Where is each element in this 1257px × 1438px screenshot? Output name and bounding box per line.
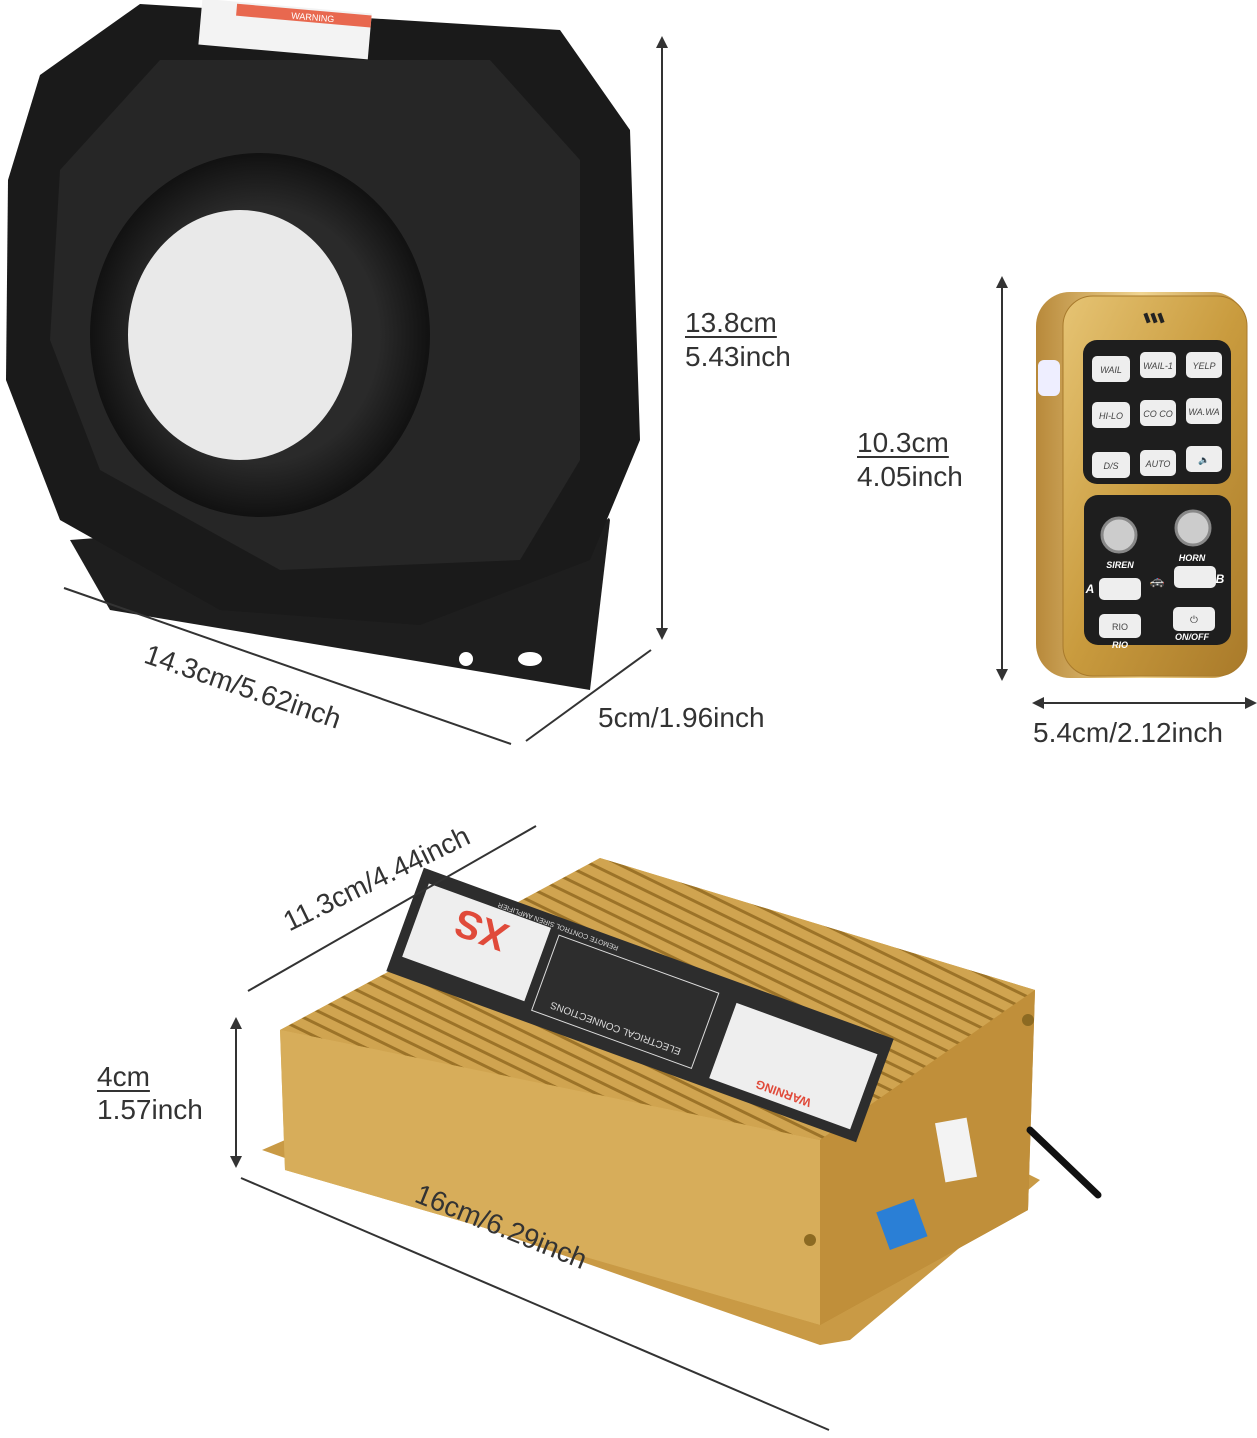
speaker-height-inch: 5.43inch — [685, 341, 791, 372]
dimension-lines — [63, 42, 1252, 1431]
remote-button-d-s[interactable]: D/S — [1092, 452, 1130, 478]
speaker-depth-label: 5cm/1.96inch — [598, 702, 765, 733]
amplifier-label: XS REMOTE CONTROL SIREN AMPLIFIER ELECTR… — [386, 867, 894, 1143]
amplifier-height-inch: 1.57inch — [97, 1094, 203, 1125]
remote-button-auto[interactable]: AUTO — [1140, 450, 1176, 476]
siren-label: SIREN — [1106, 560, 1134, 570]
amplifier-depth-arrow — [247, 825, 537, 992]
fuse — [876, 1198, 928, 1250]
speaker-height-cm: 13.8cm — [685, 307, 777, 338]
b-label: B — [1216, 572, 1225, 586]
remote-button-wail-1[interactable]: WAIL-1 — [1140, 352, 1176, 378]
svg-text:HI-LO: HI-LO — [1099, 411, 1123, 421]
svg-text:CO CO: CO CO — [1143, 409, 1173, 419]
remote-width-label: 5.4cm/2.12inch — [1033, 717, 1223, 748]
remote-button-rio[interactable]: RIO — [1099, 614, 1141, 638]
remote-button-b[interactable] — [1174, 566, 1216, 588]
speaker-warning-label: WARNING — [198, 0, 372, 60]
speaker-warning-text: WARNING — [291, 11, 335, 25]
onoff-label: ON/OFF — [1175, 632, 1209, 642]
svg-text:WAIL: WAIL — [1100, 365, 1122, 375]
arrowheads — [230, 36, 1257, 1168]
remote-button-wail[interactable]: WAIL — [1092, 356, 1130, 382]
remote-button-power[interactable]: ⏻ — [1173, 607, 1215, 631]
remote-height-cm: 10.3cm — [857, 427, 949, 458]
car-lights-icon: 🚓 — [1150, 574, 1165, 588]
amplifier-front — [280, 1030, 820, 1325]
amplifier-height-cm: 4cm — [97, 1061, 150, 1092]
wire-connector — [935, 1117, 977, 1183]
remote-button-hi-lo[interactable]: HI-LO — [1092, 402, 1130, 428]
rio-label: RIO — [1112, 640, 1128, 650]
remote-height-inch: 4.05inch — [857, 461, 963, 492]
mount-slot — [518, 652, 542, 666]
screw — [804, 1234, 816, 1246]
svg-text:WAIL-1: WAIL-1 — [1143, 361, 1173, 371]
speaker-depth-arrow — [525, 649, 652, 742]
svg-text:WA.WA: WA.WA — [1188, 407, 1219, 417]
a-label: A — [1085, 582, 1095, 596]
remote-button-speaker[interactable]: 🔈 — [1186, 446, 1222, 472]
amplifier-side — [820, 990, 1035, 1325]
remote-button-co-co[interactable]: CO CO — [1140, 400, 1176, 426]
speaker-driver-cap — [128, 210, 352, 460]
remote-button-yelp[interactable]: YELP — [1186, 352, 1222, 378]
svg-text:RIO: RIO — [1112, 622, 1128, 632]
mount-hole — [459, 652, 473, 666]
speaker-width-arrow — [63, 587, 512, 745]
speaker-grille-icon — [1143, 312, 1165, 324]
remote-button-wa-wa[interactable]: WA.WA — [1186, 398, 1222, 424]
horn-label: HORN — [1179, 553, 1206, 563]
svg-text:AUTO: AUTO — [1145, 459, 1171, 469]
antenna — [1026, 1126, 1102, 1199]
remote-button-a[interactable] — [1099, 578, 1141, 600]
siren-speaker: WARNING — [6, 0, 640, 690]
amplifier-width-arrow — [240, 1177, 830, 1431]
power-icon: ⏻ — [1190, 615, 1198, 626]
remote-led — [1038, 360, 1060, 396]
siren-amplifier: XS REMOTE CONTROL SIREN AMPLIFIER ELECTR… — [262, 858, 1102, 1345]
remote-button-siren[interactable] — [1100, 516, 1138, 554]
svg-text:YELP: YELP — [1192, 361, 1215, 371]
svg-text:D/S: D/S — [1103, 461, 1118, 471]
screw — [1022, 1014, 1034, 1026]
speaker-mute-icon: 🔈 — [1197, 455, 1209, 466]
remote-control: WAIL WAIL-1 YELP HI-LO CO CO WA.WA D/S A… — [1036, 292, 1248, 678]
remote-button-horn[interactable] — [1174, 509, 1212, 547]
